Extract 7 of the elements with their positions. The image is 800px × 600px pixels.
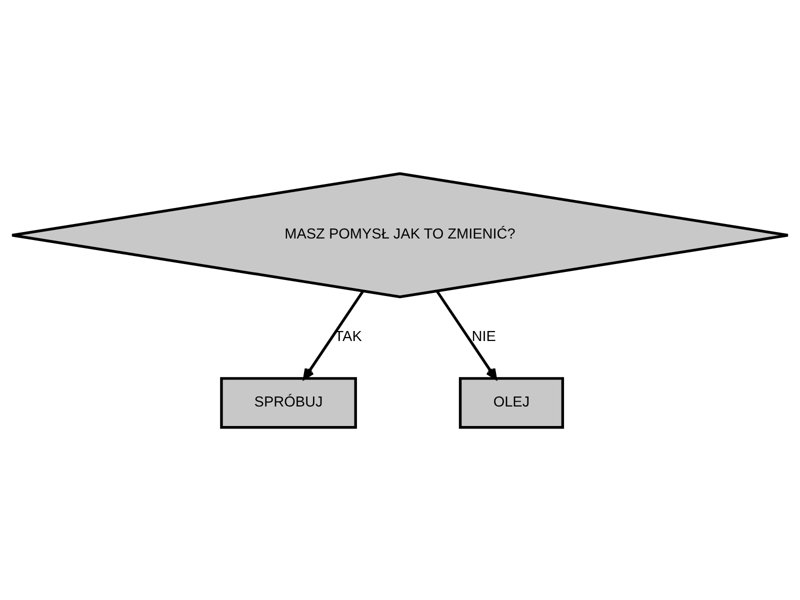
node-box: SPRÓBUJ <box>220 376 357 428</box>
edge-label: TAK <box>334 328 362 345</box>
arrow <box>303 290 364 380</box>
edge-label: NIE <box>472 328 496 345</box>
node-box: OLEJ <box>458 376 564 428</box>
arrow <box>436 290 497 380</box>
node-diamond: MASZ POMYSŁ JAK TO ZMIENIĆ? <box>10 172 790 298</box>
